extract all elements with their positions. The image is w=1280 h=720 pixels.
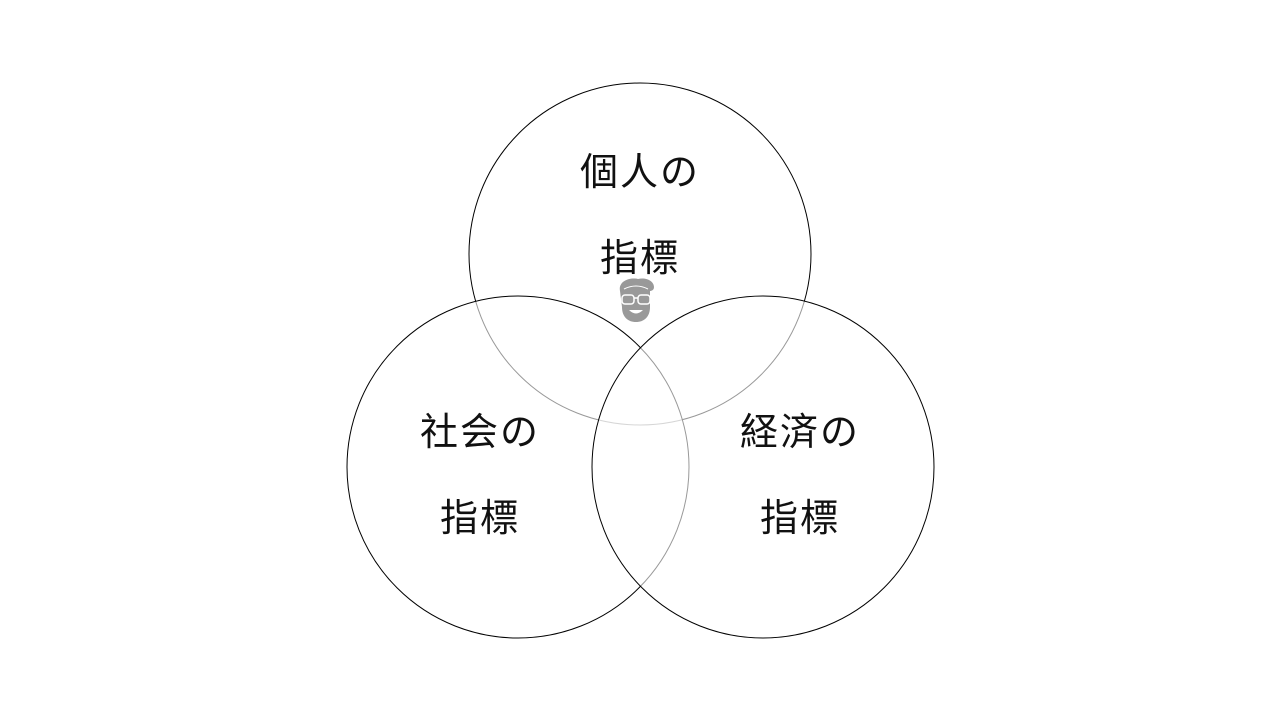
label-economic-line2: 指標 — [759, 496, 840, 540]
label-individual: 個人の 指標 — [540, 153, 740, 277]
label-social-line1: 社会の — [419, 410, 540, 454]
label-individual-line2: 指標 — [599, 236, 680, 280]
circle-economic — [591, 295, 935, 639]
label-economic: 経済の 指標 — [700, 413, 900, 537]
label-social-line2: 指標 — [439, 496, 520, 540]
person-with-glasses-icon — [619, 278, 654, 322]
label-economic-line1: 経済の — [739, 410, 860, 454]
label-individual-line1: 個人の — [579, 150, 700, 194]
label-social: 社会の 指標 — [380, 413, 580, 537]
